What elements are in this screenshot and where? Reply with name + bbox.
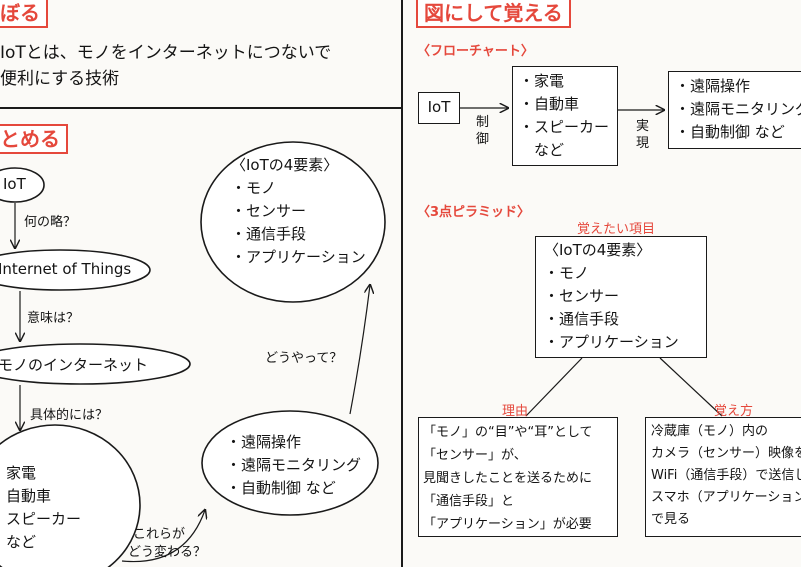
memorize-line: スマホ（アプリケーション） [651,490,801,505]
flow-label-char: 実 [636,119,650,134]
usage-item: ・遠隔操作 [226,433,302,451]
flow-usage-item: ・自動制御 など [675,123,785,141]
pyramid-right-label: 覚え方 [714,404,754,419]
usage-item: ・遠隔モニタリング [226,456,362,474]
things-item: 家電 [6,464,37,482]
pyramid-top-box: 〈IoTの4要素〉 ・モノ ・センサー ・通信手段 ・アプリケーション [535,236,707,358]
intro-line-2: 便利にする技術 [0,69,120,89]
flow-iot-label: IoT [427,98,451,116]
ellipse-iot [0,167,45,203]
node-things: 家電 自動車 スピーカー など [6,462,81,554]
memorize-line: 冷蔵庫（モノ）内の [651,424,769,439]
flow-label-char: 御 [476,132,490,147]
pyramid-top-label: 覚えたい項目 [577,222,656,237]
reason-line: 見聞きしたことを送るために [423,471,593,486]
node-iot-full: Internet of Things [0,260,132,278]
flow-label-char: 制 [476,115,490,130]
things-item: 自動車 [6,487,52,505]
flow-label-realize: 実 現 [636,118,649,152]
things-item: スピーカー [6,510,82,528]
question-1: 何の略？ [24,215,77,230]
elements-title: 〈IoTの4要素〉 [231,156,339,174]
reason-line: 「通信手段」と [423,494,515,509]
elements-item: ・アプリケーション [231,248,366,266]
node-elements: 〈IoTの4要素〉 ・モノ ・センサー ・通信手段 ・アプリケーション [231,154,366,269]
node-usage: ・遠隔操作 ・遠隔モニタリング ・自動制御 など [226,431,361,500]
elements-item: ・モノ [231,179,277,197]
memorize-line: カメラ（センサー）映像を [651,446,801,461]
ellipse-iot-full [0,249,151,291]
elements-item: ・通信手段 [231,225,307,243]
ellipse-elements [200,141,386,303]
flow-things-item: ・自動車 [519,95,580,113]
ellipse-things [0,424,141,567]
flow-label-char: 現 [636,136,650,151]
intro-line-1: IoTとは、モノをインターネットにつないで [0,43,332,63]
reason-line: 「アプリケーション」が必要 [423,517,592,532]
question-4-line-1: これらが [133,527,186,542]
memorize-line: WiFi（通信手段）で送信し [651,468,801,483]
question-3: 具体的には？ [30,408,109,423]
flow-things-item: ・家電 [519,72,565,90]
flow-box-things: ・家電 ・自動車 ・スピーカー など [512,66,618,166]
pyramid-left-label: 理由 [502,404,529,419]
memorize-line: で見る [651,512,691,527]
flow-box-usage: ・遠隔操作 ・遠隔モニタリング ・自動制御 など [668,71,801,149]
ellipse-net [0,343,191,385]
reason-line: 「モノ」の“目”や“耳”として [423,425,593,440]
elements-item: ・センサー [231,202,307,220]
ellipse-usage [201,410,379,516]
usage-item: ・自動制御 など [226,479,336,497]
flow-label-control: 制 御 [476,114,489,148]
question-2: 意味は？ [27,311,80,326]
things-item: など [6,533,37,551]
pyramid-top-item: ・通信手段 [544,310,620,328]
flow-usage-item: ・遠隔操作 [675,77,751,95]
pyramid-right-box: 冷蔵庫（モノ）内の カメラ（センサー）映像を WiFi（通信手段）で送信し スマ… [645,417,801,537]
section-badge-top: ぼる [0,0,48,28]
flow-usage-item: ・遠隔モニタリング [675,100,801,118]
flow-things-item: など [519,141,565,159]
pyramid-top-item: ・センサー [544,287,620,305]
pyramid-top-item: ・モノ [544,264,590,282]
pyramid-top-item: ・アプリケーション [544,333,679,351]
section-badge-right: 図にして覚える [416,0,571,28]
pyramid-top-title: 〈IoTの4要素〉 [544,241,652,259]
pyramid-title: 〈3点ピラミッド〉 [417,205,531,220]
flow-box-iot: IoT [418,92,460,124]
flow-things-item: ・スピーカー [519,118,610,136]
pyramid-left-box: 「モノ」の“目”や“耳”として 「センサー」が、 見聞きしたことを送るために 「… [418,417,618,537]
node-net: モノのインターネット [0,356,149,374]
node-iot: IoT [3,175,26,193]
question-5: どうやって？ [265,351,343,366]
reason-line: 「センサー」が、 [423,448,527,463]
flowchart-title: 〈フローチャート〉 [417,44,534,59]
section-badge-mid: とめる [0,124,68,154]
question-4-line-2: どう変わる？ [128,545,207,560]
